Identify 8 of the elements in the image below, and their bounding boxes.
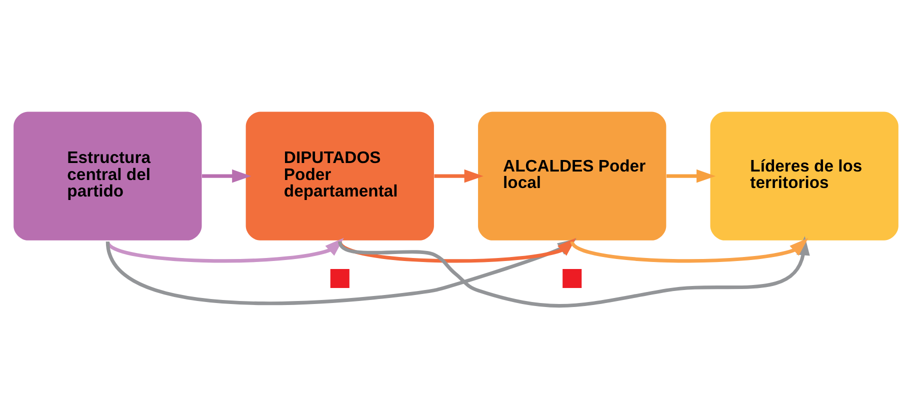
arrow: [434, 168, 484, 182]
node-box: Líderes de los territorios: [710, 111, 898, 240]
node-box: ALCALDES Poder local: [478, 111, 666, 240]
arrow: [666, 168, 716, 182]
arrow: [570, 237, 808, 262]
arrow: [202, 168, 252, 182]
node-box: DIPUTADOS Poder departamental: [246, 111, 434, 240]
node-box: Estructura central del partido: [14, 111, 202, 240]
